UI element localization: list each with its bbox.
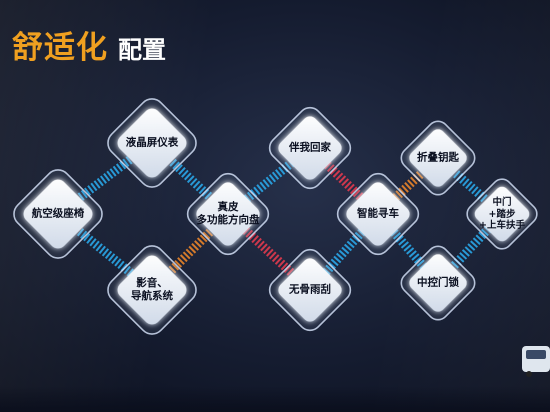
feature-label-lcd: 液晶屏仪表 xyxy=(125,136,179,149)
feature-label-media: 影音、 导航系统 xyxy=(131,277,173,302)
bus-icon xyxy=(522,346,550,377)
feature-label-seat: 航空级座椅 xyxy=(31,207,85,220)
node-face-door xyxy=(474,186,530,242)
feature-node-mirror xyxy=(400,120,476,196)
feature-node-smartcar xyxy=(336,172,420,256)
node-face-steering xyxy=(196,182,260,246)
feature-node-media xyxy=(107,245,197,335)
feature-label-door: 中门 +踏步 +上车扶手 xyxy=(479,196,525,231)
title-sub: 配置 xyxy=(118,36,166,64)
node-face-mirror xyxy=(409,129,467,187)
feature-label-mirror: 折叠钥匙 xyxy=(417,151,459,164)
feature-node-companion xyxy=(268,106,352,190)
feature-label-lock: 中控门锁 xyxy=(417,276,459,289)
feature-label-wiper: 无骨雨刮 xyxy=(289,283,331,296)
bottom-shade xyxy=(0,386,550,412)
feature-node-door xyxy=(466,178,538,250)
feature-node-seat xyxy=(13,169,103,259)
node-face-seat xyxy=(23,179,93,249)
slide-title: 舒适化 配置 xyxy=(12,22,166,67)
feature-node-steering xyxy=(186,172,270,256)
feature-label-steering: 真皮 多功能方向盘 xyxy=(196,201,260,226)
node-face-wiper xyxy=(278,258,342,322)
node-face-smartcar xyxy=(346,182,410,246)
title-main: 舒适化 xyxy=(12,30,108,66)
feature-node-wiper xyxy=(268,248,352,332)
nodes-layer xyxy=(13,98,538,335)
node-face-companion xyxy=(278,116,342,180)
feature-label-smartcar: 智能寻车 xyxy=(357,207,399,220)
node-face-lock xyxy=(409,254,467,312)
node-face-media xyxy=(117,255,187,325)
feature-label-companion: 伴我回家 xyxy=(289,141,331,154)
feature-node-lock xyxy=(400,245,476,321)
feature-node-lcd xyxy=(107,98,197,188)
node-face-lcd xyxy=(117,108,187,178)
